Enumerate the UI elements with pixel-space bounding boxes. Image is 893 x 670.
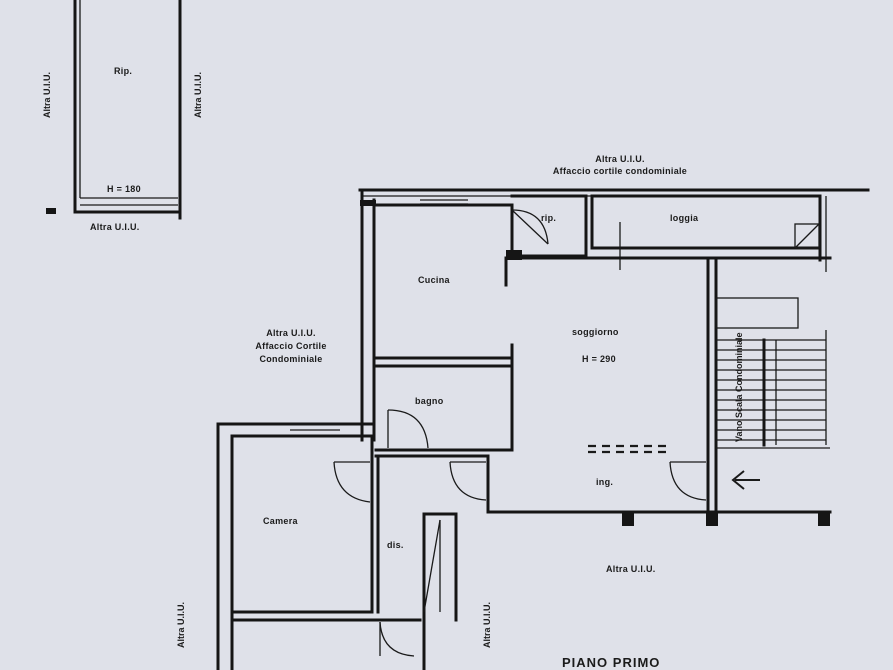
- bedroom-label: Camera: [263, 516, 298, 526]
- apartment-walls: [216, 188, 870, 670]
- bathroom-label: bagno: [415, 396, 444, 406]
- stair-treads: [716, 339, 826, 441]
- neighbor-unit-header: Altra U.I.U.: [595, 154, 645, 164]
- neighbor-unit-right-top: Altra U.I.U.: [193, 71, 203, 118]
- neighbor-unit-left: Altra U.I.U.: [42, 71, 52, 118]
- neighbor-unit-below-storage: Altra U.I.U.: [90, 222, 140, 232]
- neighbor-unit-lower: Altra U.I.U.: [606, 564, 656, 574]
- storage-room-height: H = 180: [107, 184, 141, 194]
- arrow-left-icon: [731, 470, 760, 490]
- courtyard-view-mid-1: Affaccio Cortile: [255, 341, 327, 351]
- neighbor-unit-mid: Altra U.I.U.: [266, 328, 316, 338]
- floor-title: PIANO PRIMO: [562, 655, 661, 670]
- living-room-height: H = 290: [582, 354, 616, 364]
- storage-room-walls: [46, 0, 182, 220]
- neighbor-unit-right-bottom: Altra U.I.U.: [482, 601, 492, 648]
- living-room-label: soggiorno: [572, 327, 619, 337]
- closet-label: rip.: [541, 213, 557, 223]
- entrance-label: ing.: [596, 477, 614, 487]
- storage-room-label: Rip.: [114, 66, 133, 76]
- courtyard-view-label: Affaccio cortile condominiale: [552, 166, 688, 176]
- courtyard-view-mid-2: Condominiale: [259, 354, 323, 364]
- neighbor-unit-left-bottom: Altra U.I.U.: [176, 601, 186, 648]
- kitchen-label: Cucina: [418, 275, 450, 285]
- stairwell-label: Vano Scala Condominiale: [734, 332, 744, 442]
- loggia-label: loggia: [670, 213, 699, 223]
- hallway-label: dis.: [387, 540, 404, 550]
